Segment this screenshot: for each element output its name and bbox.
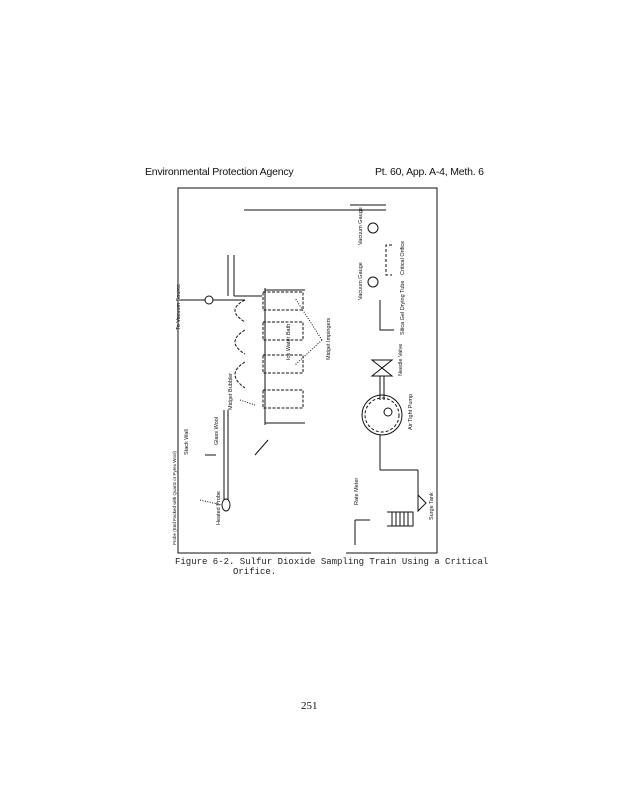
- label-needle-valve: Needle Valve: [398, 344, 404, 376]
- label-surge-tank: Surge Tank: [429, 492, 435, 520]
- running-header-right: Pt. 60, App. A-4, Meth. 6: [375, 166, 484, 178]
- label-heated-probe: Heated Probe: [216, 491, 222, 525]
- label-vacuum-gauge-2: Vacuum Gauge: [358, 262, 364, 300]
- running-header-left: Environmental Protection Agency: [145, 166, 294, 178]
- label-rate-meter: Rate Meter: [354, 478, 360, 505]
- label-midget-bubbler: Midget Bubbler: [228, 373, 234, 410]
- page-number: 251: [301, 700, 318, 712]
- label-stack-wall: Stack Wall: [184, 429, 190, 455]
- figure-caption-continued: Orifice.: [233, 567, 277, 577]
- figure-caption: Figure 6-2. Sulfur Dioxide Sampling Trai…: [175, 557, 489, 567]
- label-glass-wool: Glass Wool: [214, 417, 220, 445]
- label-vacuum-source: To Vacuum Source: [176, 284, 182, 330]
- impingers: [262, 291, 304, 409]
- label-drying-tube: Silica Gel Drying Tube: [400, 281, 406, 335]
- label-midget-impingers: Midget Impingers: [326, 318, 332, 360]
- label-critical-orifice: Critical Orifice: [400, 241, 406, 275]
- label-pump: Air Tight Pump: [408, 394, 414, 430]
- label-probe-tip: Probe (End Packed with Quartz or Pyrex W…: [172, 451, 177, 545]
- label-vacuum-gauge-1: Vacuum Gauge: [358, 207, 364, 245]
- label-ice-bath: Ice Water Bath: [286, 324, 292, 360]
